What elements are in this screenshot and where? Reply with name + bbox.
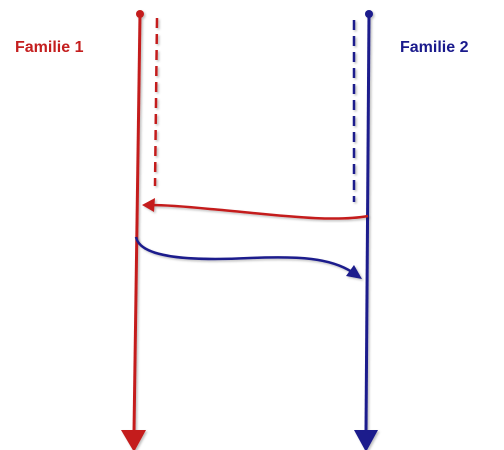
family1-end-arrowhead: [121, 430, 146, 450]
family2-lifeline: [364, 13, 371, 433]
transfer-arrow-to-family2-path: [134, 236, 353, 274]
family2-end-arrowhead: [354, 430, 378, 450]
transfer-arrow-to-family1-path: [149, 203, 369, 220]
family2-label: Familie 2: [400, 39, 469, 56]
transfer-arrow-to-family1-head: [142, 198, 155, 212]
family1-lifeline: [132, 13, 142, 433]
family2-lifeline-group: [352, 10, 378, 450]
transfer-arrow-to-family2-head: [346, 265, 362, 279]
family1-lifeline-group: [121, 10, 159, 450]
transfer-arrow-to-family2: [134, 236, 362, 279]
family1-start-dot: [136, 10, 144, 18]
family1-dashed-guide: [153, 17, 159, 187]
transfer-arrow-to-family1: [142, 198, 369, 220]
family1-label: Familie 1: [15, 39, 84, 56]
family2-start-dot: [365, 10, 373, 18]
